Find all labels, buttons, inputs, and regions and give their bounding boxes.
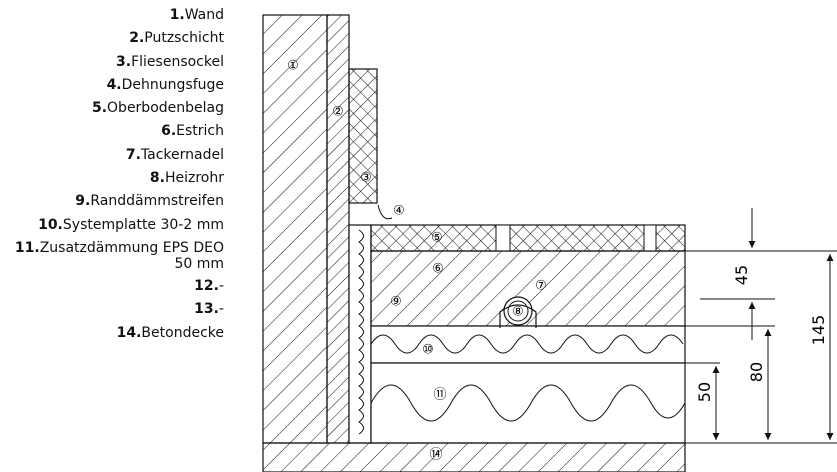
insulation-wave (370, 384, 686, 422)
additional-insulation (370, 362, 686, 444)
marker-1: ① (287, 59, 299, 74)
system-panel (370, 325, 686, 364)
legend-item-12: 12.- (194, 277, 224, 294)
joint-leader (377, 204, 393, 220)
marker-6: ⑥ (432, 262, 444, 277)
marker-10: ⑩ (422, 343, 434, 358)
marker-5: ⑤ (431, 231, 443, 246)
legend-item-6: 6.Estrich (161, 123, 224, 140)
tile-skirting (348, 68, 378, 204)
system-panel-knobs (370, 334, 684, 354)
dim-50-label: 50 (695, 382, 714, 402)
marker-7: ⑦ (535, 279, 547, 294)
edge-strip-wave (358, 229, 364, 435)
dim-45-label: 45 (732, 265, 751, 285)
plaster-layer (326, 14, 350, 444)
marker-11: ⑪ (433, 388, 446, 403)
marker-2: ② (332, 105, 344, 120)
concrete-slab (262, 442, 686, 472)
legend-item-14: 14.Betondecke (116, 324, 224, 341)
legend-item-13: 13.- (194, 301, 224, 318)
legend-item-1: 1.Wand (169, 7, 224, 23)
marker-9: ⑨ (390, 295, 402, 310)
legend-item-2: 2.Putzschicht (129, 30, 224, 47)
marker-3: ③ (360, 171, 372, 186)
legend-item-8: 8.Heizrohr (149, 170, 224, 187)
legend-item-4: 4.Dehnungsfuge (106, 76, 224, 93)
legend-item-10: 10.Systemplatte 30-2 mm (38, 216, 224, 233)
marker-8: ⑧ (512, 305, 524, 320)
marker-4: ④ (393, 204, 405, 219)
marker-14: ⑭ (429, 448, 442, 463)
legend-item-5: 5.Oberbodenbelag (91, 100, 224, 117)
floor-covering (370, 224, 686, 252)
legend-item-3: 3.Fliesensockel (116, 53, 224, 70)
covering-joint-1 (495, 224, 511, 252)
dim-80-label: 80 (747, 362, 766, 382)
wall (262, 14, 328, 444)
legend-item-9: 9.Randdämmstreifen (75, 193, 224, 210)
legend-item-11: 11.Zusatzdämmung EPS DEO 50 mm (14, 239, 224, 272)
legend: 1.Wand 2.Putzschicht 3.Fliesensockel 4.D… (0, 7, 224, 348)
covering-joint-2 (643, 224, 657, 252)
dim-145-label: 145 (809, 315, 828, 346)
tacker-staple (499, 304, 537, 328)
legend-item-7: 7.Tackernadel (125, 146, 224, 163)
